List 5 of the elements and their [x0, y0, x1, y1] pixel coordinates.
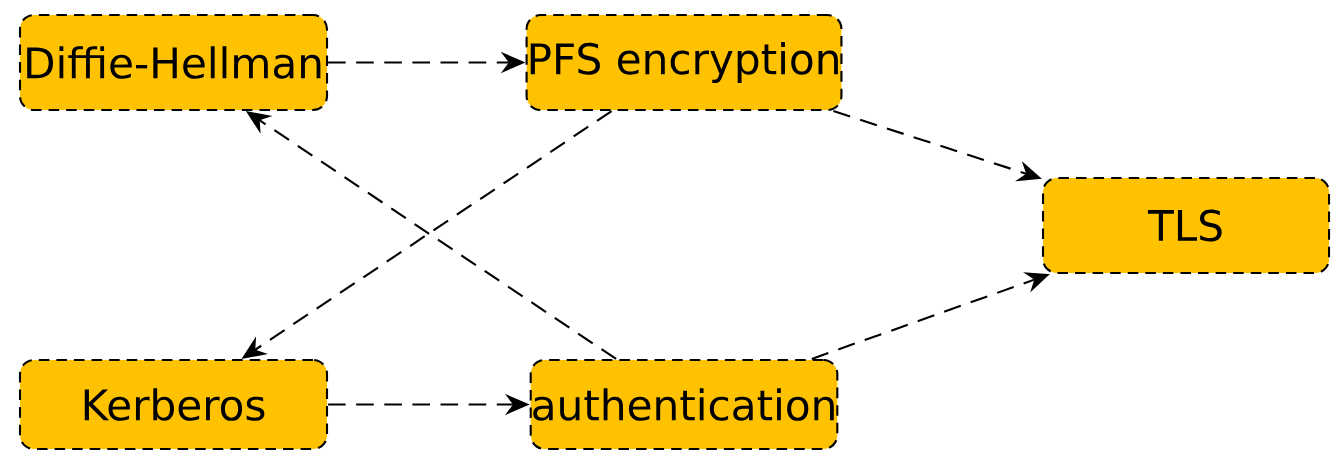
process-box: Kerberos [18, 358, 329, 451]
process-box: authentication [529, 358, 839, 451]
process-box: Diffie-Hellman [18, 13, 329, 112]
process-box: TLS [1041, 176, 1331, 275]
process-box: PFS encryption [525, 13, 843, 112]
